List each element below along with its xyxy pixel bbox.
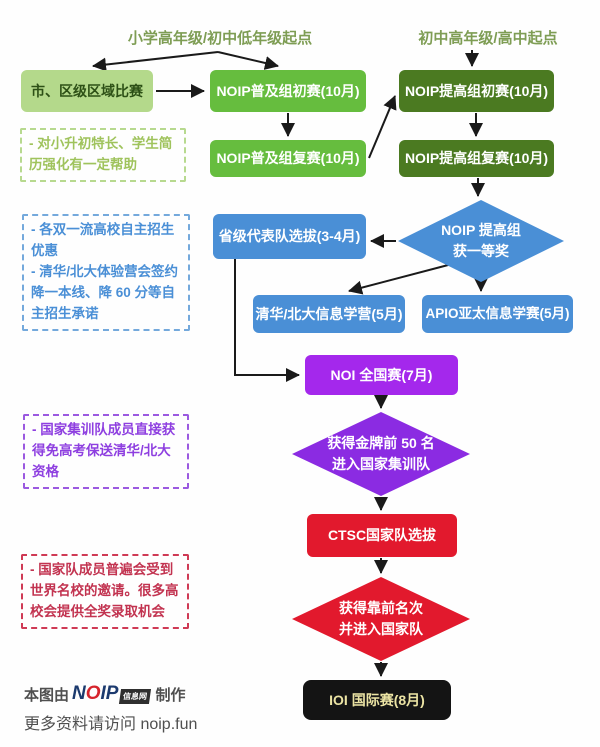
diamond-label-line1: 获得靠前名次 — [339, 600, 423, 616]
noip-popular-final-box: NOIP普及组复赛(10月) — [210, 140, 366, 177]
diamond-label-line1: NOIP 提高组 — [441, 222, 521, 238]
note-item: - 清华/北大体验营会签约降一本线、降 60 分等自主招生承诺 — [31, 263, 178, 321]
note-training-team-benefit: - 国家集训队成员直接获得免高考保送清华/北大资格 — [23, 414, 189, 489]
diamond-label: 获得金牌前 50 名 进入国家集训队 — [292, 412, 470, 496]
note-item: - 国家集训队成员直接获得免高考保送清华/北大资格 — [32, 422, 176, 479]
noip-popular-prelim-box: NOIP普及组初赛(10月) — [210, 70, 366, 112]
logo-badge: 信息网 — [119, 688, 152, 704]
logo-letter-n: N — [72, 683, 86, 704]
provincial-team-selection-box: 省级代表队选拔(3-4月) — [213, 214, 366, 259]
tsinghua-pku-camp-box: 清华/北大信息学营(5月) — [253, 295, 405, 333]
note-item: - 各双一流高校自主招生优惠 — [31, 222, 175, 258]
ctsc-selection-box: CTSC国家队选拔 — [307, 514, 457, 557]
note-primary-school-benefit: - 对小升初特长、学生简历强化有一定帮助 — [20, 128, 186, 182]
diamond-label: 获得靠前名次 并进入国家队 — [292, 577, 470, 661]
note-university-admission-benefit: - 各双一流高校自主招生优惠 - 清华/北大体验营会签约降一本线、降 60 分等… — [22, 214, 190, 331]
diamond-label-line1: 获得金牌前 50 名 — [327, 435, 435, 451]
city-district-contest-box: 市、区级区域比赛 — [21, 70, 153, 112]
noi-national-contest-box: NOI 全国赛(7月) — [305, 355, 458, 395]
start-label-high-school: 初中高年级/高中起点 — [418, 30, 558, 47]
logo-letter-o: O — [85, 683, 101, 704]
start-label-primary-school: 小学高年级/初中低年级起点 — [127, 30, 313, 47]
footer-credit-line1: 本图由 NOIP 信息网 制作 — [24, 683, 197, 705]
logo-letters-ip: IP — [100, 683, 119, 704]
diamond-shape — [292, 577, 470, 661]
site-url-text: 更多资料请访问 noip.fun — [24, 716, 198, 733]
noip-advanced-final-box: NOIP提高组复赛(10月) — [399, 140, 554, 177]
diamond-label: NOIP 提高组 获一等奖 — [398, 200, 564, 282]
diamond-shape — [292, 412, 470, 496]
credit-prefix: 本图由 — [24, 686, 70, 704]
diamond-shape — [398, 200, 564, 282]
credit-suffix: 制作 — [155, 686, 186, 704]
diamond-label-line2: 获一等奖 — [453, 243, 509, 259]
noip-first-prize-diamond: NOIP 提高组 获一等奖 — [398, 200, 564, 282]
note-item: - 对小升初特长、学生简历强化有一定帮助 — [29, 136, 173, 172]
apio-contest-box: APIO亚太信息学赛(5月) — [422, 295, 573, 333]
diamond-label-line2: 进入国家集训队 — [332, 456, 430, 472]
diamond-label-line2: 并进入国家队 — [339, 621, 423, 637]
note-item: - 国家队成员普遍会受到世界名校的邀请。很多高校会提供全奖录取机会 — [30, 562, 179, 619]
ioi-international-contest-box: IOI 国际赛(8月) — [303, 680, 451, 720]
noip-logo: NOIP — [72, 683, 118, 705]
footer-credit: 本图由 NOIP 信息网 制作 更多资料请访问 noip.fun — [24, 683, 197, 734]
note-national-team-benefit: - 国家队成员普遍会受到世界名校的邀请。很多高校会提供全奖录取机会 — [21, 554, 189, 629]
top-rank-diamond: 获得靠前名次 并进入国家队 — [292, 577, 470, 661]
gold-top50-diamond: 获得金牌前 50 名 进入国家集训队 — [292, 412, 470, 496]
noip-advanced-prelim-box: NOIP提高组初赛(10月) — [399, 70, 554, 112]
